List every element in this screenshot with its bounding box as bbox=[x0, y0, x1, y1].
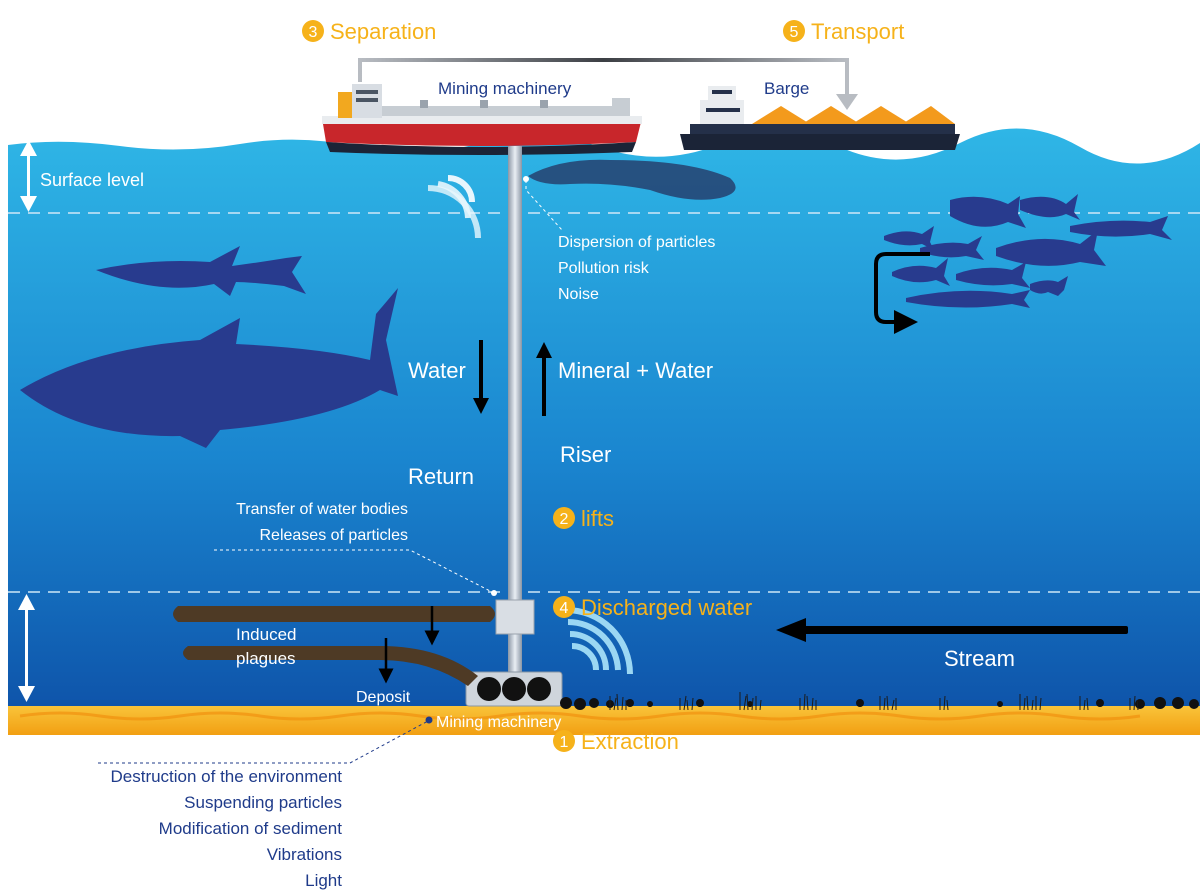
return-label: Return bbox=[408, 464, 474, 489]
step-2-label: lifts bbox=[581, 506, 614, 531]
surface-impact-3: Noise bbox=[558, 286, 599, 303]
seabed-impact-3: Modification of sediment bbox=[159, 819, 343, 838]
shark-large bbox=[20, 288, 398, 448]
surface-level-arrow bbox=[20, 140, 37, 212]
mining-ship bbox=[322, 84, 642, 155]
induced-plume-2 bbox=[183, 646, 478, 686]
step-5-number: 5 bbox=[790, 24, 799, 41]
surface-impact-1: Dispersion of particles bbox=[558, 234, 715, 251]
seabed bbox=[8, 706, 1200, 735]
surface-noise-waves bbox=[427, 175, 481, 239]
mineral-water-label: Mineral + Water bbox=[558, 358, 713, 383]
midwater-impact-leader bbox=[214, 549, 495, 594]
induced-plagues-line-1: Induced bbox=[236, 625, 297, 644]
step-5-badge: 5 bbox=[783, 20, 805, 42]
riser-collar bbox=[495, 599, 535, 635]
shark-small bbox=[96, 246, 306, 296]
ocean-body bbox=[8, 128, 1200, 735]
seabed-impact-2: Suspending particles bbox=[184, 793, 342, 812]
seabed-collector bbox=[465, 671, 563, 707]
step-4-label: Discharged water bbox=[581, 595, 752, 620]
step-3-label: Separation bbox=[330, 19, 436, 44]
surface-particle-plume bbox=[528, 159, 736, 200]
seabed-impact-1: Destruction of the environment bbox=[110, 767, 342, 786]
induced-plume-1 bbox=[173, 606, 495, 622]
step-5-label: Transport bbox=[811, 19, 904, 44]
step-1-badge: 1 bbox=[553, 730, 575, 752]
water-down-arrow bbox=[473, 340, 489, 414]
midwater-impact-1: Transfer of water bodies bbox=[236, 501, 408, 518]
seabed-impact-5: Light bbox=[305, 871, 342, 890]
seabed-impact-4: Vibrations bbox=[267, 845, 342, 864]
seabed-nodules bbox=[560, 697, 1199, 710]
seabed-texture bbox=[19, 711, 1141, 721]
fish-school bbox=[884, 194, 1172, 308]
seabed-machinery-label: Mining machinery bbox=[436, 714, 561, 731]
mineral-up-arrow bbox=[536, 342, 552, 416]
surface-impact-2: Pollution risk bbox=[558, 260, 650, 277]
seabed-impact-dot bbox=[425, 716, 433, 724]
connector-arrow-head bbox=[836, 94, 858, 110]
bottom-layer-arrow bbox=[18, 594, 35, 702]
midwater-impact-dot bbox=[491, 590, 497, 596]
stream-label: Stream bbox=[944, 646, 1015, 671]
deposit-label: Deposit bbox=[356, 689, 411, 706]
surface-impact-dot bbox=[523, 176, 529, 182]
riser-pipe bbox=[508, 146, 522, 674]
midwater-impact-2: Releases of particles bbox=[259, 527, 408, 544]
separation-transport-connector bbox=[358, 58, 849, 96]
barge bbox=[680, 86, 960, 150]
riser-label: Riser bbox=[560, 442, 611, 467]
seabed-impact-leader bbox=[98, 720, 429, 764]
step-2-number: 2 bbox=[560, 511, 569, 528]
seabed-noise-waves bbox=[565, 607, 633, 675]
water-label: Water bbox=[408, 358, 466, 383]
step-4-badge: 4 bbox=[553, 596, 575, 618]
fish-circulation-arrow bbox=[874, 252, 930, 334]
step-2-badge: 2 bbox=[553, 507, 575, 529]
step-3-badge: 3 bbox=[302, 20, 324, 42]
step-4-number: 4 bbox=[560, 600, 569, 617]
step-1-number: 1 bbox=[560, 734, 569, 751]
seabed-grass bbox=[609, 692, 1139, 711]
stream-arrow bbox=[776, 618, 1128, 642]
induced-plagues-line-2: plagues bbox=[236, 649, 296, 668]
barge-label: Barge bbox=[764, 79, 809, 98]
mining-ship-label: Mining machinery bbox=[438, 79, 572, 98]
surface-level-label: Surface level bbox=[40, 170, 144, 190]
step-1-label: Extraction bbox=[581, 729, 679, 754]
step-3-number: 3 bbox=[309, 24, 318, 41]
